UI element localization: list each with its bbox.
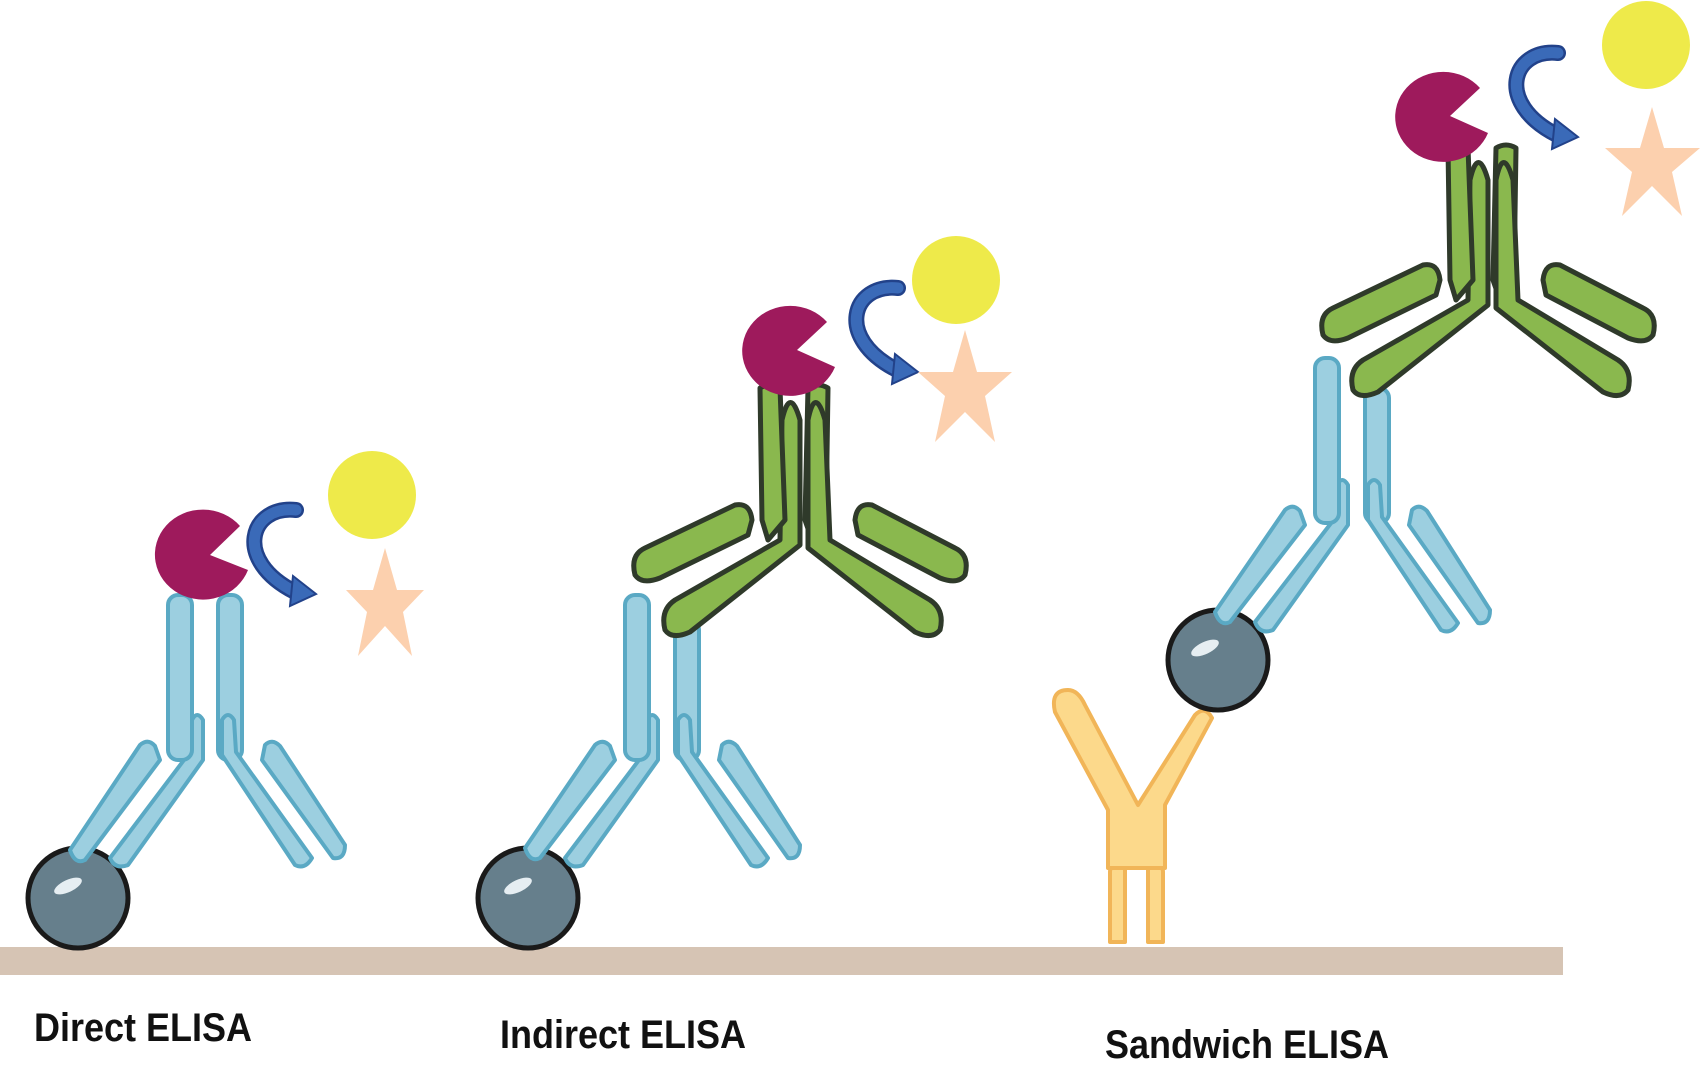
- curved-arrow-icon: [848, 279, 920, 386]
- sandwich-elisa-label: Sandwich ELISA: [1105, 1023, 1390, 1067]
- primary-antibody-icon: [523, 593, 802, 869]
- primary-antibody-icon: [68, 593, 347, 869]
- capture-antibody-icon: [1051, 688, 1214, 944]
- direct-elisa-assembly: [25, 451, 424, 951]
- antigen-sphere-icon: [475, 845, 581, 951]
- substrate-circle-icon: [1602, 1, 1690, 89]
- indirect-elisa-label: Indirect ELISA: [500, 1013, 747, 1057]
- enzyme-pacman-icon: [154, 509, 248, 600]
- primary-antibody-icon: [1213, 356, 1492, 634]
- plate-surface: [0, 947, 1563, 975]
- substrate-circle-icon: [328, 451, 416, 539]
- antigen-sphere-icon: [1165, 607, 1271, 713]
- curved-arrow-icon: [246, 501, 318, 608]
- product-star-icon: [918, 330, 1012, 442]
- secondary-antibody-icon: [1319, 142, 1657, 398]
- sandwich-elisa-assembly: [1051, 1, 1700, 944]
- enzyme-pacman-icon: [1395, 71, 1488, 162]
- direct-elisa-label: Direct ELISA: [34, 1006, 253, 1050]
- curved-arrow-icon: [1508, 44, 1580, 151]
- product-star-icon: [1605, 107, 1700, 216]
- product-star-icon: [346, 548, 424, 656]
- indirect-elisa-assembly: [475, 236, 1012, 951]
- secondary-antibody-icon: [631, 382, 969, 638]
- enzyme-pacman-icon: [742, 305, 835, 396]
- substrate-circle-icon: [912, 236, 1000, 324]
